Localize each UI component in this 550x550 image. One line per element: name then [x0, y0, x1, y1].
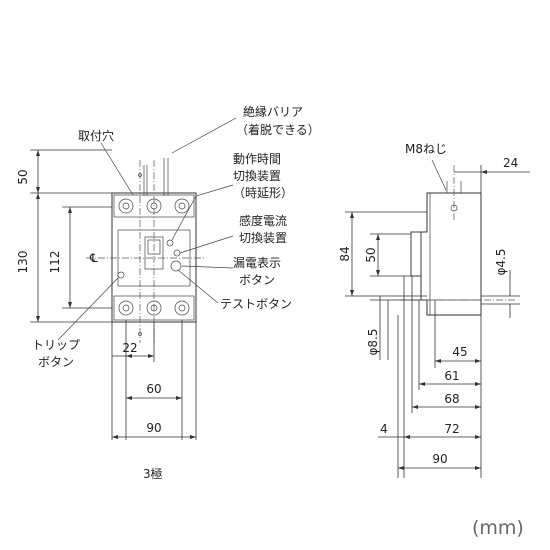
dim-front-112: 112 [48, 251, 62, 274]
leakage-indicator-button [170, 260, 182, 272]
dim-side-90: 90 [432, 452, 447, 466]
label-mounting-hole: 取付穴 [78, 128, 114, 143]
label-trip: トリップ [32, 338, 80, 352]
label-leakage-indicator-button: ボタン [239, 273, 275, 287]
unit-label: (mm) [472, 517, 524, 539]
dim-side-phi85: φ8.5 [366, 329, 380, 356]
label-insulation-barrier: 絶縁バリア [243, 104, 303, 119]
label-operating-time: 動作時間 [233, 152, 281, 166]
breaker-body-side [410, 192, 482, 316]
operating-time-switch [166, 239, 174, 247]
centerline-symbol: ℄ [89, 251, 98, 265]
dim-side-68: 68 [444, 392, 459, 406]
front-view: 取付穴 絶縁バリア （着脱できる） 動作時間 切換装置 （時延形） 感度電流 切… [16, 104, 320, 481]
terminal-bottom-1 [118, 300, 134, 316]
dim-side-phi45: φ4.5 [494, 249, 508, 276]
label-operating-time-type: （時延形） [233, 186, 293, 200]
side-view: M8ねじ 24 84 50 φ4.5 φ8.5 45 61 68 4 72 90 [338, 142, 530, 478]
label-leakage-indicator: 漏電表示 [233, 256, 281, 270]
terminal-top-3 [174, 198, 190, 214]
label-test-button: テストボタン [220, 297, 292, 311]
label-m8-screw: M8ねじ [405, 142, 447, 156]
dim-side-4: 4 [380, 422, 388, 436]
dim-side-50: 50 [364, 247, 378, 262]
handle-side [410, 231, 422, 277]
label-sensitivity: 感度電流 [239, 213, 287, 228]
label-insulation-barrier-note: （着脱できる） [236, 122, 320, 137]
label-trip-button: ボタン [38, 355, 74, 369]
pole-label: 3極 [143, 466, 163, 481]
dim-side-72: 72 [444, 422, 459, 436]
dim-front-90: 90 [146, 421, 161, 435]
dim-front-50: 50 [16, 169, 30, 184]
dim-side-84: 84 [338, 246, 352, 261]
dim-side-24: 24 [503, 156, 518, 170]
trip-button [117, 271, 125, 279]
dim-front-22: 22 [122, 341, 137, 355]
dim-front-130: 130 [16, 251, 30, 274]
terminal-bottom-3 [174, 300, 190, 316]
label-operating-time-switch: 切換装置 [233, 169, 281, 183]
dim-front-60: 60 [146, 382, 161, 396]
dim-side-61: 61 [444, 369, 459, 383]
terminal-top-1 [118, 198, 134, 214]
dim-side-45: 45 [452, 345, 467, 359]
label-sensitivity-switch: 切換装置 [239, 231, 287, 245]
